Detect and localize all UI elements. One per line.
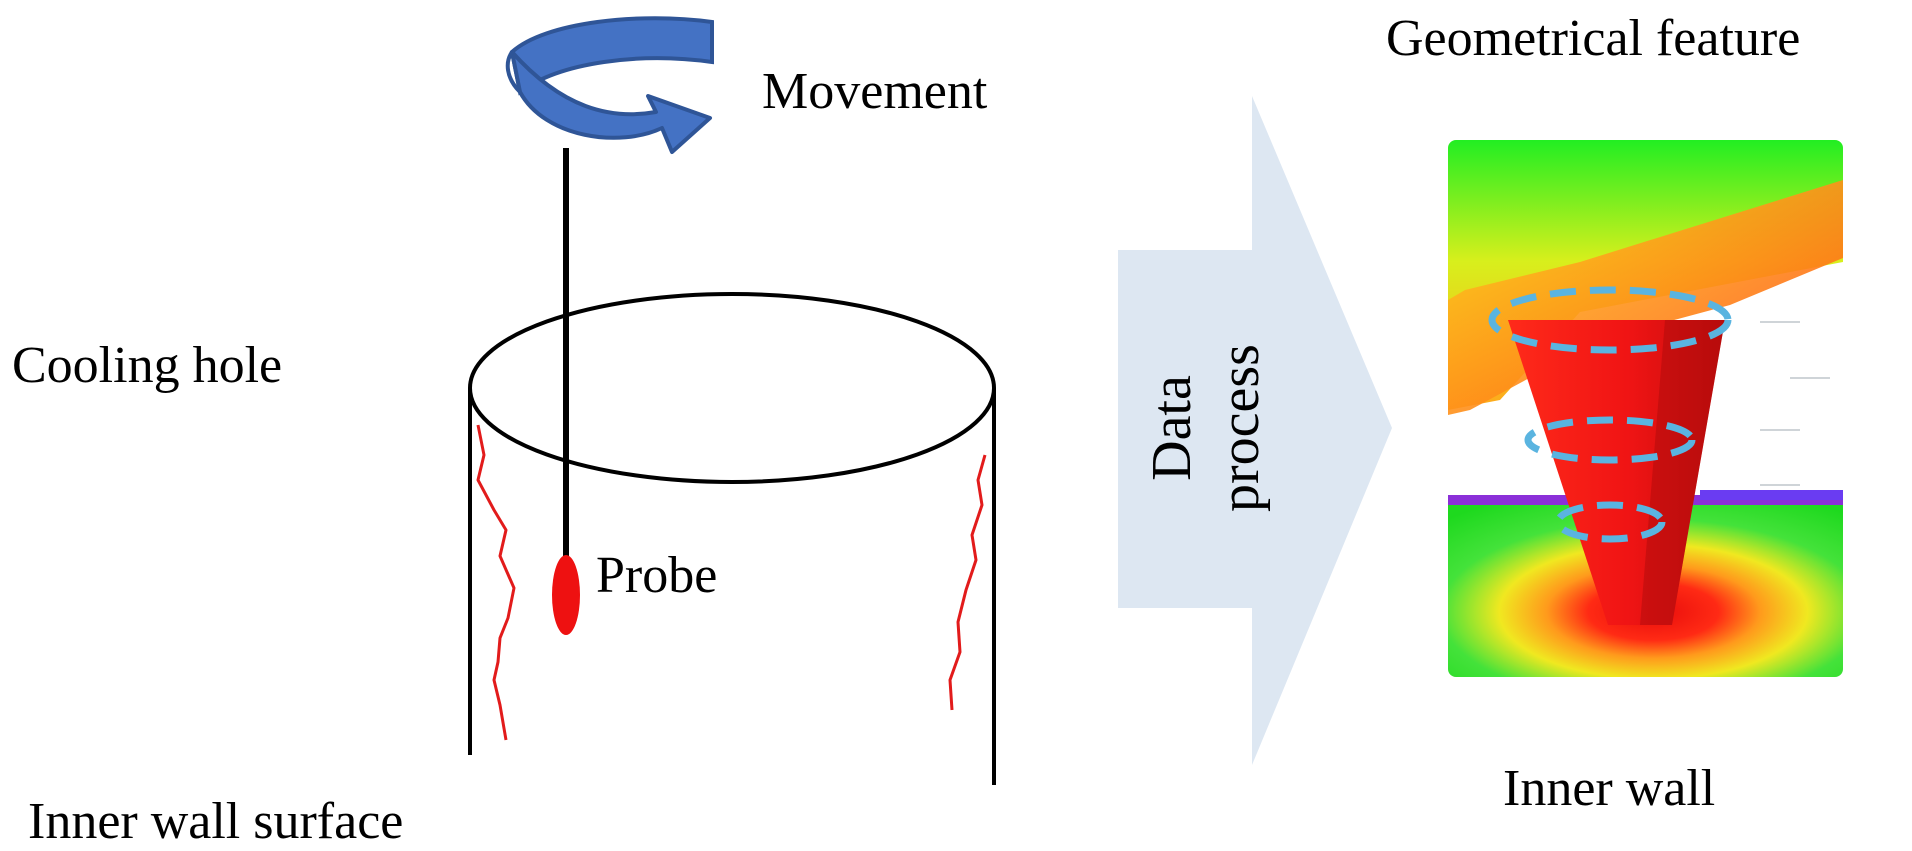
probe-tip-icon — [552, 555, 580, 635]
rotation-arrow-icon — [505, 16, 714, 154]
cooling-hole-cylinder — [468, 292, 996, 785]
data-process-arrow — [1118, 96, 1392, 765]
dashed-ring-top — [1488, 286, 1732, 354]
geometrical-feature-image — [1448, 140, 1843, 677]
movement-label: Movement — [762, 63, 988, 120]
inner-wall-label: Inner wall — [1503, 760, 1715, 817]
data-label: Data — [1141, 375, 1203, 481]
crack-lines — [476, 424, 987, 741]
probe-label: Probe — [596, 547, 717, 604]
dashed-ring-middle — [1524, 416, 1696, 464]
inner-wall-surface-label: Inner wall surface — [28, 793, 403, 850]
geometrical-feature-label: Geometrical feature — [1386, 10, 1800, 67]
dashed-ring-bottom — [1554, 501, 1666, 543]
process-label: process — [1209, 344, 1271, 512]
cooling-hole-label: Cooling hole — [12, 337, 282, 394]
